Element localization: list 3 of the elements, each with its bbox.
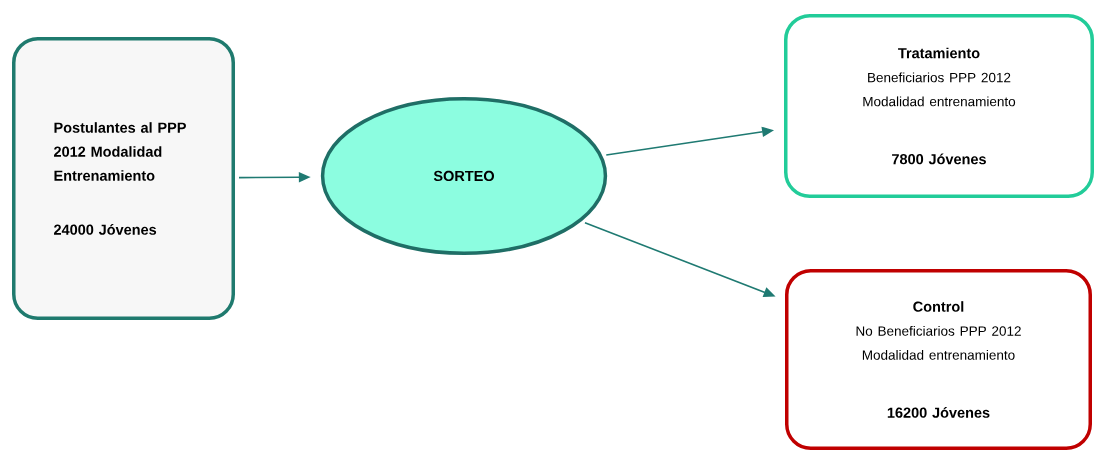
result-box: Control No Beneficiarios PPP 2012 Modalidad entrenamiento 16200 Jóvenes [785, 269, 1092, 450]
process-box: Postulantes al PPP 2012 Modalidad Entrenamiento 24000 Jóvenes [12, 37, 235, 320]
result-box: Tratamiento Beneficiarios PPP 2012 Modalidad entrenamiento 7800 Jóvenes [784, 14, 1094, 198]
